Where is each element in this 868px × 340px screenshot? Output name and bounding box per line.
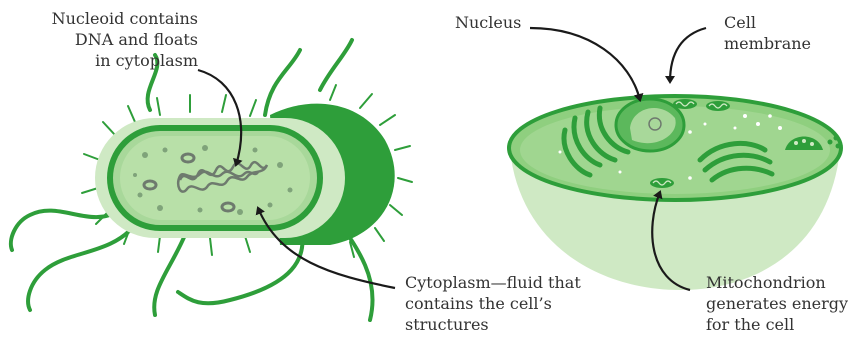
membrane-arrow [670, 28, 706, 82]
eukaryotic-cell [509, 96, 841, 290]
membrane-label: Cell membrane [724, 12, 811, 54]
mitochondrion-label: Mitochondrion generates energy for the c… [706, 272, 848, 335]
nucleoid-label: Nucleoid contains DNA and floats in cyto… [20, 8, 198, 71]
cytoplasm-label-line: structures [405, 314, 581, 335]
mitochondrion-label-line: for the cell [706, 314, 848, 335]
cytoplasm-label-line: contains the cell’s [405, 293, 581, 314]
nucleus-label-line: Nucleus [455, 12, 521, 33]
nucleus-arrow [530, 28, 640, 100]
cytoplasm-label: Cytoplasm—fluid that contains the cell’s… [405, 272, 581, 335]
cytoplasm [120, 136, 310, 220]
nucleoid-label-line: in cytoplasm [20, 50, 198, 71]
membrane-label-line: membrane [724, 33, 811, 54]
membrane-label-line: Cell [724, 12, 811, 33]
nucleus-label: Nucleus [455, 12, 521, 33]
cytoplasm-label-line: Cytoplasm—fluid that [405, 272, 581, 293]
nucleoid-label-line: Nucleoid contains [20, 8, 198, 29]
mitochondrion-label-line: Mitochondrion [706, 272, 848, 293]
nucleoid-label-line: DNA and floats [20, 29, 198, 50]
mitochondrion-label-line: generates energy [706, 293, 848, 314]
